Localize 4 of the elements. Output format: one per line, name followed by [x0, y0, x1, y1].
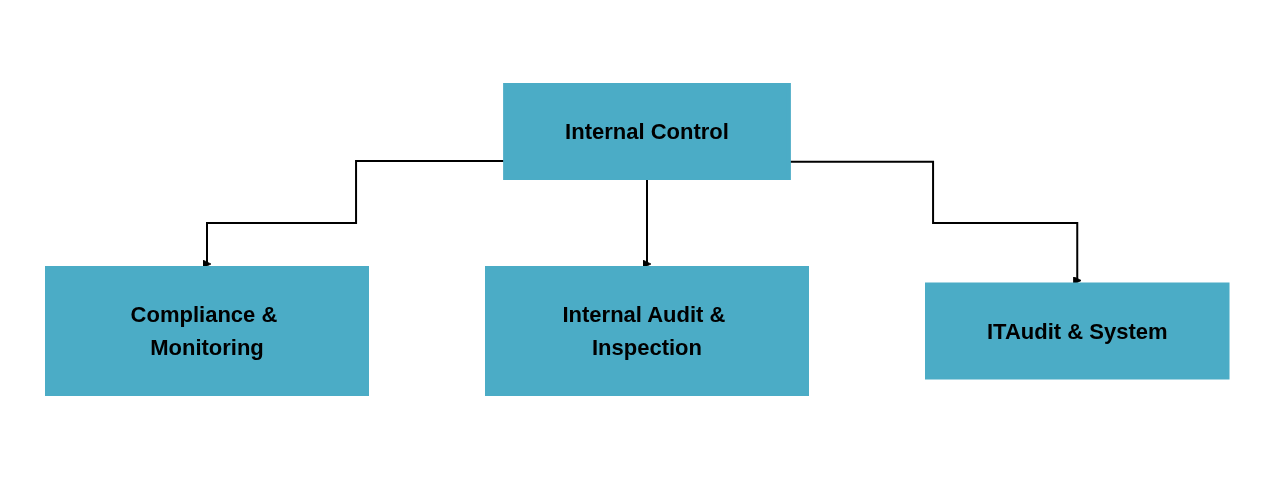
node-box: Internal Audit & Inspection [484, 265, 809, 396]
node-box: ITAudit & System [924, 282, 1230, 379]
node-box: Internal Control [502, 82, 791, 180]
node-box: Compliance & Monitoring [44, 265, 369, 396]
